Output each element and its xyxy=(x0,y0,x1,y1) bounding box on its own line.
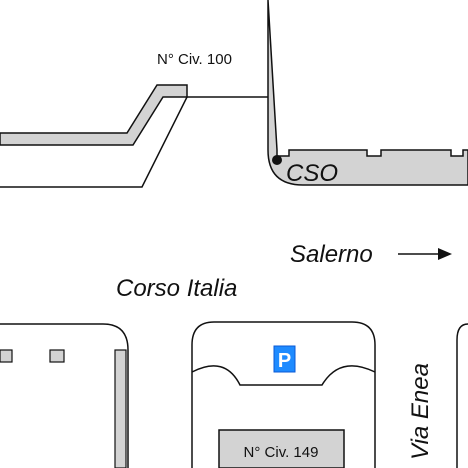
upper-left-block xyxy=(0,84,268,188)
civic-number-box xyxy=(218,429,345,468)
arrow-right-icon xyxy=(398,248,452,260)
civic-number-top: N° Civ. 100 xyxy=(157,51,232,68)
building-label: CSO xyxy=(286,160,338,187)
block-outline-right xyxy=(456,323,468,468)
parking-icon: P xyxy=(278,350,291,372)
parking-icon-bg xyxy=(273,345,296,373)
building-shape[interactable] xyxy=(267,0,468,186)
civic-number-bottom: N° Civ. 149 xyxy=(244,444,319,461)
block-outline-parking[interactable] xyxy=(191,321,376,468)
sidewalk-strip-lower-left xyxy=(114,349,127,468)
building-top-right[interactable]: CSO xyxy=(267,0,468,187)
block-outline-upper-left xyxy=(0,96,268,188)
direction-label: Salerno xyxy=(290,241,373,268)
parking-block[interactable]: P N° Civ. 149 xyxy=(191,321,376,468)
street-label-via-enea: Via Enea xyxy=(407,363,434,460)
building-notch xyxy=(0,349,13,363)
street-label-corso-italia: Corso Italia xyxy=(116,275,237,302)
building-notch xyxy=(49,349,65,363)
block-outline-lower-left xyxy=(0,323,129,468)
parking-entrance-curve xyxy=(191,365,376,386)
dot-icon xyxy=(272,155,282,165)
lower-left-block xyxy=(0,323,129,468)
sidewalk-strip-upper-left xyxy=(0,84,188,146)
